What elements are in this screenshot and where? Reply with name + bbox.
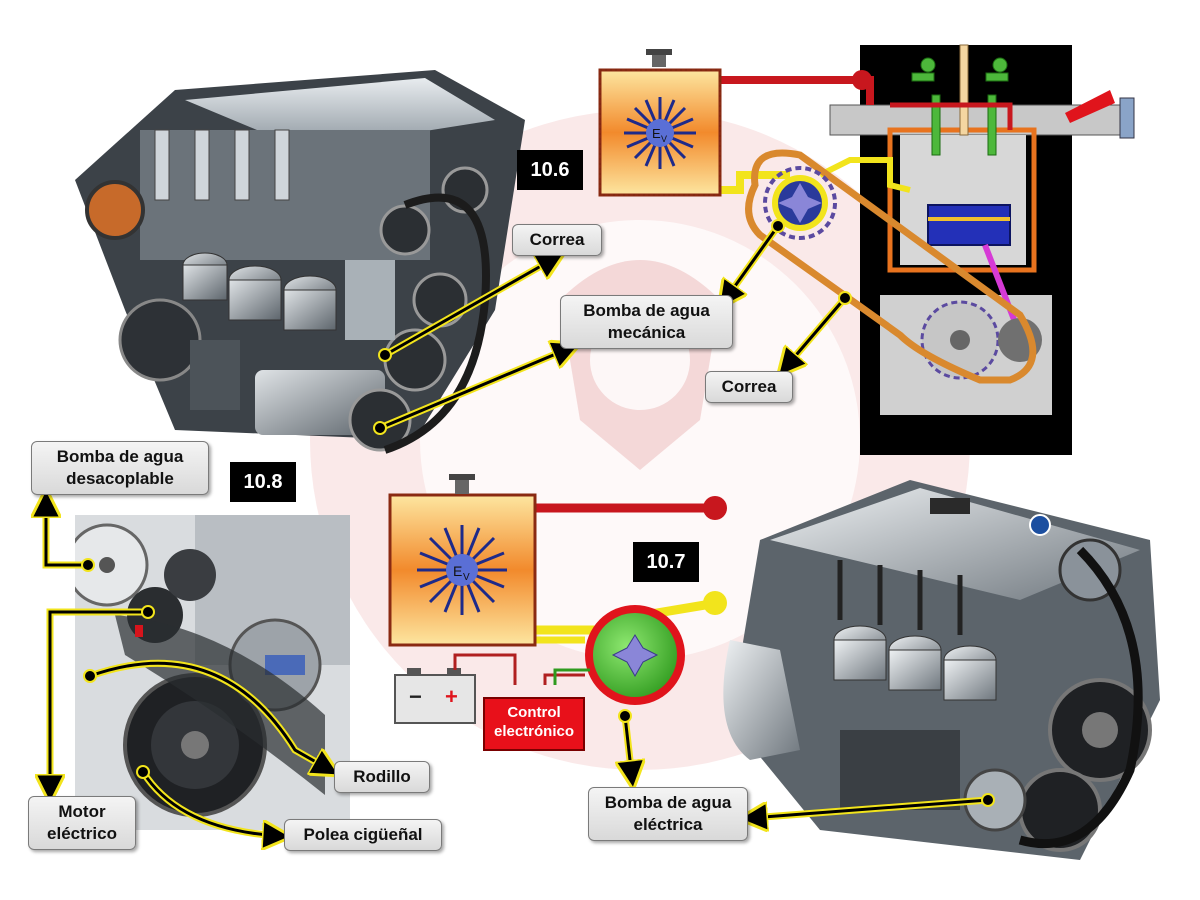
decouplable-pump-photo	[75, 515, 350, 830]
svg-text:V: V	[661, 134, 667, 144]
battery-plus: +	[445, 684, 458, 709]
inline-six-engine-illustration	[723, 480, 1160, 860]
battery-minus: −	[409, 684, 422, 709]
svg-text:E: E	[453, 563, 462, 579]
label-rodillo: Rodillo	[334, 761, 430, 793]
label-correa-engine: Correa	[512, 224, 602, 256]
figure-badge-10-7: 10.7	[633, 542, 699, 582]
svg-text:V: V	[463, 572, 470, 583]
label-bomba-agua-electrica: Bomba de agua eléctrica	[588, 787, 748, 841]
label-bomba-agua-mecanica: Bomba de agua mecánica	[560, 295, 733, 349]
label-bomba-agua-desacoplable: Bomba de agua desacoplable	[31, 441, 209, 495]
v8-engine-illustration	[75, 70, 525, 454]
label-motor-electrico: Motor eléctrico	[28, 796, 136, 850]
figure-badge-10-6: 10.6	[517, 150, 583, 190]
schematic-electric-pump: E V − +	[388, 474, 727, 724]
label-control-electronico: Control electrónico	[483, 697, 585, 751]
figure-badge-10-8: 10.8	[230, 462, 296, 502]
schematic-mechanical-pump: E V	[598, 44, 1135, 455]
radiator-label-ev: E	[652, 126, 661, 141]
label-correa-schematic: Correa	[705, 371, 793, 403]
label-polea-ciguenal: Polea cigüeñal	[284, 819, 442, 851]
